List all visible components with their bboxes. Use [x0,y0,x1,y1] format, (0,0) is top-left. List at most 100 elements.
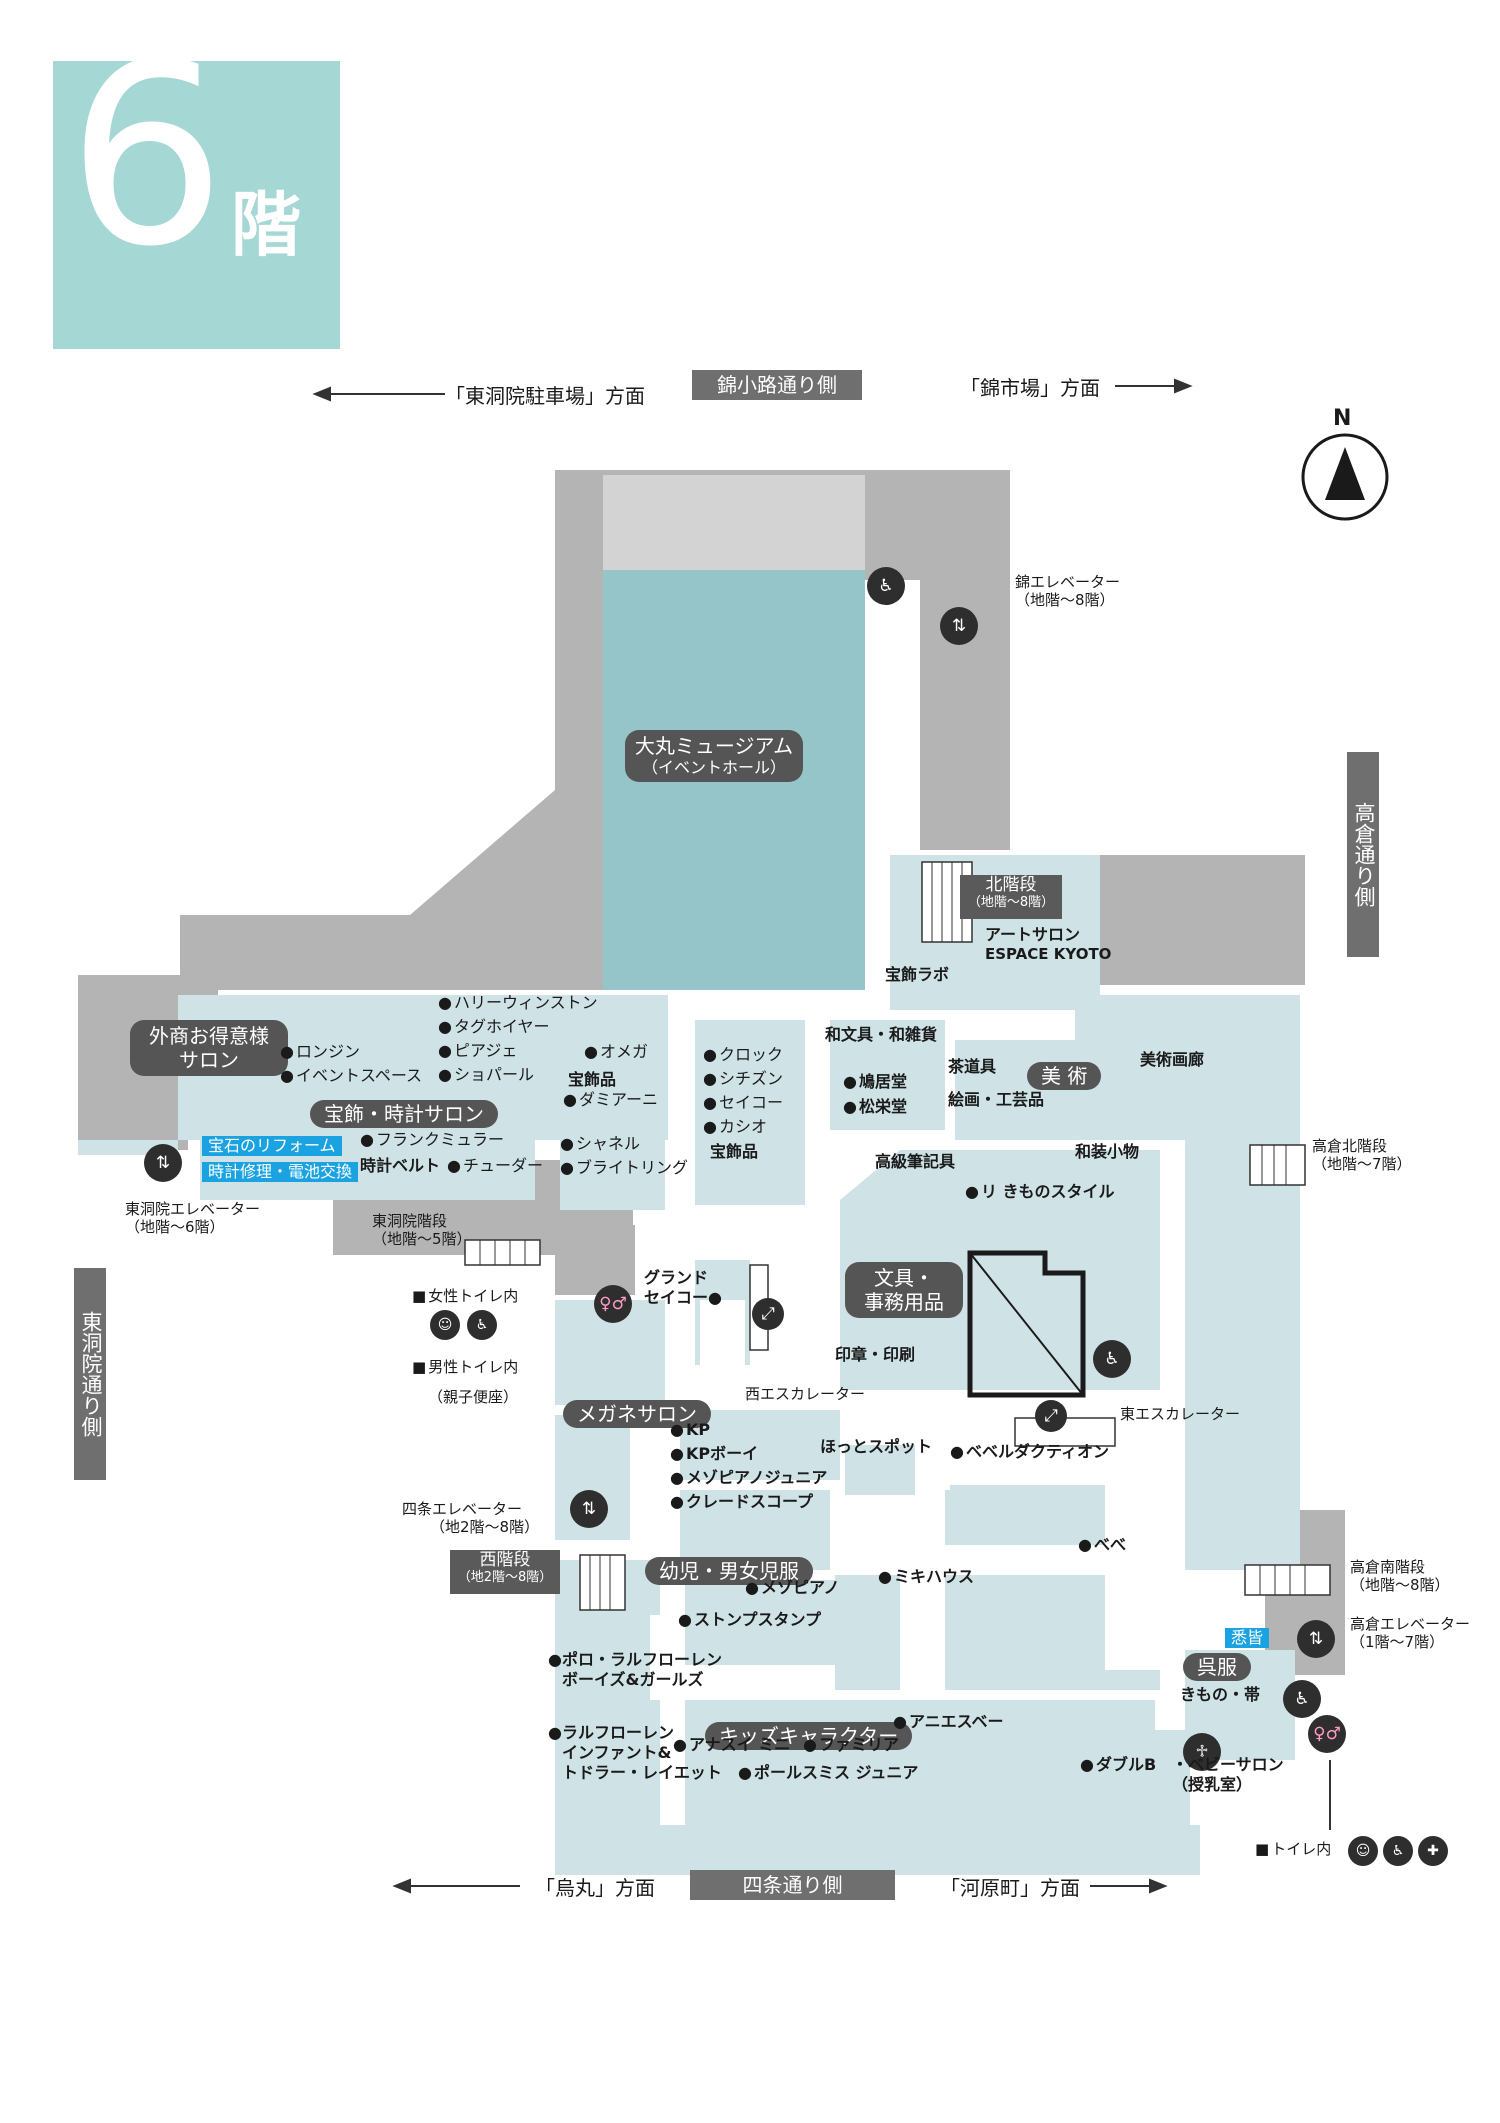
nishiki-elevator-name: 錦エレベーター [1015,573,1121,591]
shop-polo-boys[interactable]: ●ポロ・ラルフローレン ボーイズ&ガールズ [548,1650,722,1690]
shop-koukyu-hikki[interactable]: 高級筆記具 [875,1152,956,1171]
shop-wasou-komono[interactable]: 和装小物 [1075,1142,1140,1161]
zone-gaisho-line1: 外商お得意様 [149,1024,269,1048]
service-kakai[interactable]: 悉皆 [1225,1628,1270,1648]
toilet-note-label: トイレ内 [1255,1840,1331,1858]
shop-baby-salon[interactable]: ・ベビーサロン （授乳室） [1172,1755,1284,1795]
shop-anna-sui-mini[interactable]: アナスイ ミニ [673,1735,790,1755]
shop-hoshoku-lab[interactable]: 宝飾ラボ [885,965,950,984]
baby-seat-icon[interactable]: ☺ [1348,1836,1378,1866]
shop-omega[interactable]: オメガ [584,1042,648,1062]
shop-jewelry-b[interactable]: 宝飾品 [710,1142,759,1161]
shop-bijutsu-garou[interactable]: 美術画廊 [1140,1050,1205,1069]
shop-inshou[interactable]: 印章・印刷 [835,1345,916,1364]
shop-ralph-infant[interactable]: ●ラルフローレン インファント& トドラー・レイエット [548,1723,722,1783]
direction-bottom-right: 「河原町」方面 [940,1876,1080,1900]
ostomate-icon[interactable]: ✚ [1418,1836,1448,1866]
shop-citizen[interactable]: シチズン [703,1069,783,1089]
shop-franck-muller[interactable]: フランクミュラー [360,1130,504,1150]
multipurpose-toilet-icon[interactable]: ♿ [1093,1340,1131,1378]
zone-stationery-line2: 事務用品 [864,1290,944,1314]
shop-ralph-infant-name: ラルフローレン [561,1723,674,1742]
shop-chopard[interactable]: ショパール [438,1065,534,1085]
shop-bebel[interactable]: ベベルダクティオン [950,1442,1109,1462]
shop-ri-kimono[interactable]: リ きものスタイル [965,1182,1115,1202]
shop-grand-seiko-line2: セイコー● [644,1288,722,1307]
shop-clock[interactable]: クロック [703,1045,783,1065]
higashinotoin-elevator-name: 東洞院エレベーター [125,1200,261,1218]
shop-casio[interactable]: カシオ [703,1117,767,1137]
zone-museum[interactable]: 大丸ミュージアム （イベントホール） [625,730,803,782]
shop-chadogu[interactable]: 茶道具 [948,1057,997,1076]
shop-breitling[interactable]: ブライトリング [560,1158,688,1178]
east-escalator-label: 東エスカレーター [1120,1405,1241,1423]
north-stairs-label: 北階段 （地階～8階） [960,875,1062,919]
takakura-south-stairs-floors: （地階～8階） [1350,1576,1450,1594]
zone-gaisho-salon[interactable]: 外商お得意様 サロン [130,1020,288,1076]
zone-jewel-watch-salon[interactable]: 宝飾・時計サロン [310,1100,498,1128]
elevator-icon[interactable]: ⇅ [1297,1620,1335,1658]
elevator-icon[interactable]: ⇅ [570,1490,608,1528]
zone-museum-line1: 大丸ミュージアム [634,734,794,758]
shop-kp-boy[interactable]: KPボーイ [670,1444,758,1464]
elevator-icon[interactable]: ⇅ [940,607,978,645]
shop-kp[interactable]: KP [670,1420,710,1440]
shop-tudor[interactable]: チューダー [447,1156,543,1176]
shop-mezzo-piano[interactable]: メゾピアノ [745,1578,840,1598]
oyako-label: （親子便座） [428,1388,519,1406]
shop-harry-winston[interactable]: ハリーウィンストン [438,993,598,1013]
zone-kimono[interactable]: 呉服 [1183,1653,1251,1681]
shop-stomp-stamp[interactable]: ストンプスタンプ [678,1610,821,1630]
shop-grand-seiko[interactable]: グランド セイコー● [644,1268,722,1308]
zone-art[interactable]: 美 術 [1027,1062,1102,1090]
shop-anyas[interactable]: アニエスベー [893,1712,1004,1732]
shop-hotto-spot[interactable]: ほっとスポット [820,1437,933,1456]
shop-cladescope[interactable]: クレードスコープ [670,1492,813,1512]
shop-seiko[interactable]: セイコー [703,1093,783,1113]
baby-changing-icon[interactable]: ♿ [1383,1836,1413,1866]
wheelchair-icon[interactable]: ♿ [1283,1680,1321,1718]
shop-kyukyodo[interactable]: 鳩居堂 [843,1072,907,1092]
nursing-room-icon[interactable]: ♱ [1183,1733,1221,1771]
elevator-icon[interactable]: ⇅ [144,1144,182,1182]
shop-baby-salon-sub: （授乳室） [1172,1775,1253,1794]
direction-top-right: 「錦市場」方面 [960,376,1100,400]
shop-double-b[interactable]: ダブルB [1080,1755,1156,1775]
escalator-icon[interactable]: ⤢ [1035,1400,1067,1432]
shop-shoeido[interactable]: 松栄堂 [843,1097,907,1117]
shop-jewelry-a[interactable]: 宝飾品 [568,1070,617,1089]
shop-kaiga[interactable]: 絵画・工芸品 [948,1090,1045,1109]
shop-event-space[interactable]: イベントスペース [280,1066,422,1086]
shijo-elevator-name: 四条エレベーター [402,1500,523,1518]
nishiki-elevator-floors: （地階～8階） [1015,591,1115,609]
shop-miki-house[interactable]: ミキハウス [878,1567,974,1587]
service-watch-repair[interactable]: 時計修理・電池交換 [202,1162,359,1182]
restroom-icon[interactable]: ♀♂ [1308,1715,1346,1753]
shijo-elevator-floors: （地2階～8階） [430,1518,540,1536]
shop-longines[interactable]: ロンジン [280,1042,360,1062]
baby-seat-icon[interactable]: ☺ [430,1310,460,1340]
multipurpose-toilet-icon[interactable]: ♿ [867,567,905,605]
shop-paul-smith-junior[interactable]: ポールスミス ジュニア [738,1763,918,1783]
shop-familiar[interactable]: ファミリア [803,1735,899,1755]
baby-changing-icon[interactable]: ♿ [467,1310,497,1340]
zone-museum-line2: （イベントホール） [641,758,786,777]
restroom-icon[interactable]: ♀♂ [594,1285,632,1323]
zone-stationery[interactable]: 文具・ 事務用品 [845,1262,963,1318]
shop-tag-heuer[interactable]: タグホイヤー [438,1017,550,1037]
shop-mezzo-junior[interactable]: メゾピアノジュニア [670,1468,827,1488]
women-toilet-label: 女性トイレ内 [412,1287,518,1305]
shop-chanel[interactable]: シャネル [560,1134,640,1154]
escalator-icon[interactable]: ⤢ [752,1298,784,1330]
service-jewel-reform[interactable]: 宝石のリフォーム [202,1136,342,1156]
shop-damiani[interactable]: ダミアーニ [563,1090,658,1110]
floor-kai-label: 階 [231,184,301,266]
street-right: 高倉通り側 [1347,752,1379,957]
shop-piaget[interactable]: ピアジェ [438,1041,517,1061]
shop-bebe[interactable]: べべ [1078,1535,1126,1555]
shop-art-salon[interactable]: アートサロン ESPACE KYOTO [985,925,1111,964]
shop-washi[interactable]: 和文具・和雑貨 [825,1025,938,1044]
shop-kimono-obi[interactable]: きもの・帯 [1180,1685,1261,1704]
shop-tokei-belt[interactable]: 時計ベルト [360,1156,441,1175]
